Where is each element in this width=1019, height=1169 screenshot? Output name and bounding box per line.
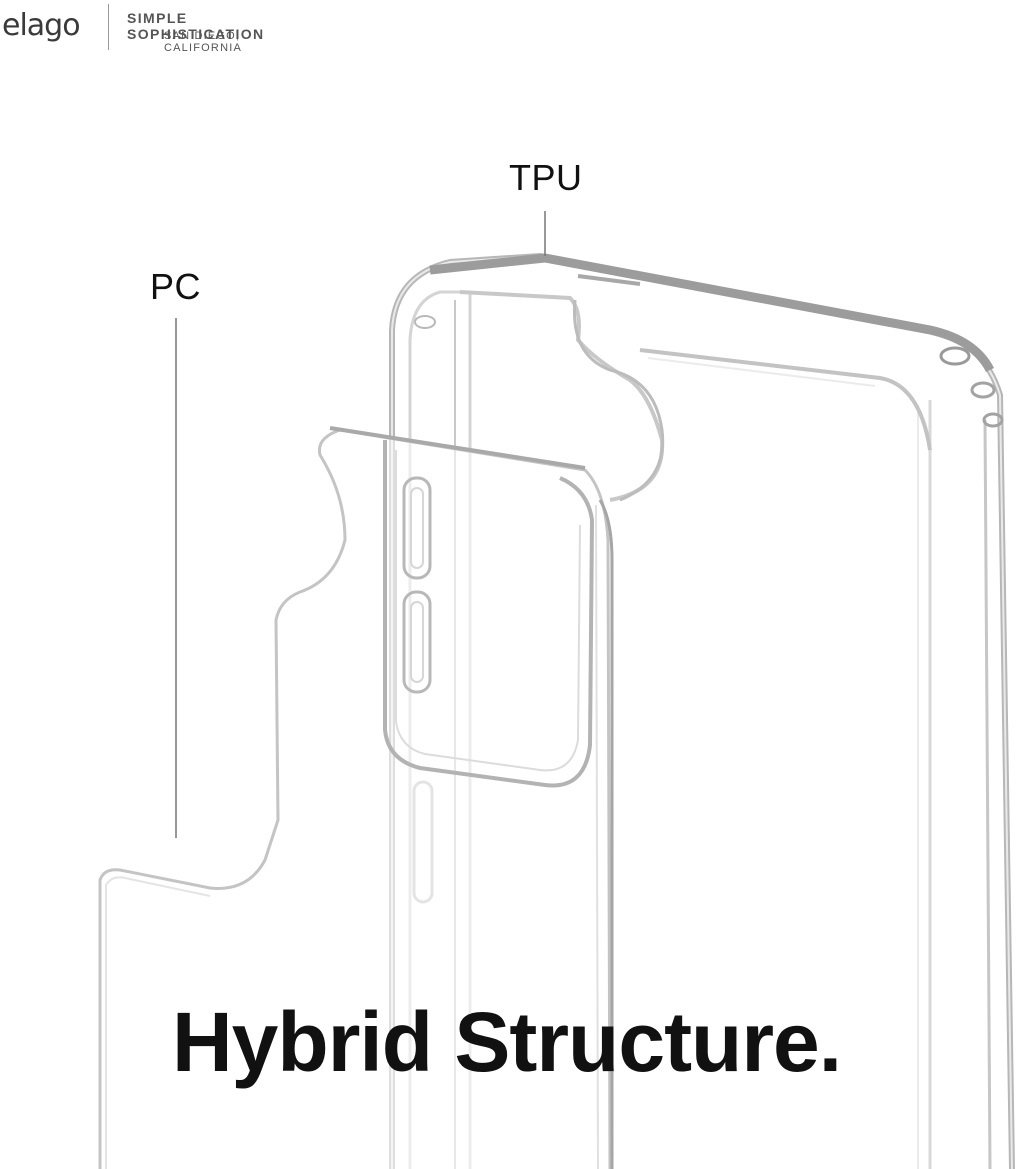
brand-divider [108, 4, 109, 50]
pc-label: PC [150, 266, 202, 307]
headline: Hybrid Structure. [172, 995, 842, 1089]
brand-tagline: SIMPLE SOPHISTICATION [127, 10, 265, 42]
tpu-label: TPU [509, 157, 583, 198]
elago-logo: elago [2, 8, 81, 43]
tpu-bumper [389, 252, 1015, 1169]
brand-location: SAN DIEGO, CALIFORNIA [164, 30, 243, 54]
pc-back-plate [98, 426, 614, 1169]
